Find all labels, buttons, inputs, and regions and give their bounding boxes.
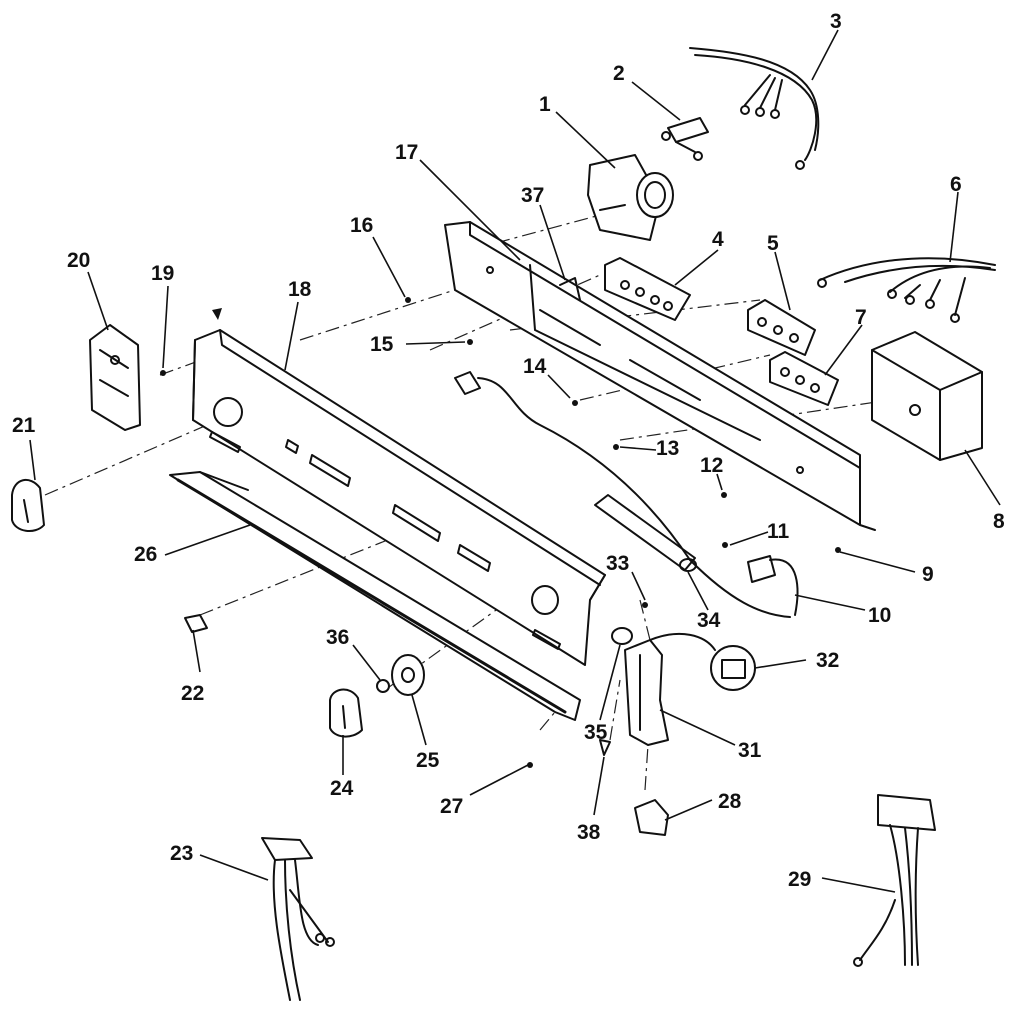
part-label-11: 11 [767, 520, 790, 543]
switch-block-7-part [769, 351, 839, 406]
part-label-28: 28 [718, 790, 742, 813]
box-component-8-part [871, 331, 983, 461]
wire-harness-29-part [853, 794, 936, 967]
part-label-12: 12 [700, 454, 723, 477]
timer-motor-part [587, 154, 674, 241]
part-label-9: 9 [922, 563, 934, 586]
sensor-32-part [649, 632, 756, 691]
part-label-3: 3 [830, 10, 842, 33]
wire-harness-3-part [689, 47, 820, 170]
part-label-21: 21 [12, 414, 36, 437]
part-label-10: 10 [868, 604, 891, 627]
control-panel-part [192, 308, 606, 666]
part-label-1: 1 [539, 93, 551, 116]
switch-block-4-part [604, 257, 691, 321]
grommet-35-part [611, 627, 633, 645]
connector-10-part [747, 555, 799, 616]
part-label-14: 14 [523, 355, 547, 378]
part-label-27: 27 [440, 795, 463, 818]
switch-28-part [634, 799, 669, 836]
part-label-18: 18 [288, 278, 312, 301]
nut-36-part [376, 679, 390, 693]
part-label-25: 25 [416, 749, 440, 772]
switch-block-5-part [747, 299, 816, 356]
part-label-34: 34 [697, 609, 721, 632]
wire-harness-23-part [261, 837, 335, 1001]
part-labels: 1 2 3 4 5 6 7 8 9 10 11 12 13 14 15 16 1… [12, 10, 1005, 891]
part-label-33: 33 [606, 552, 629, 575]
part-label-35: 35 [584, 721, 608, 744]
part-label-2: 2 [613, 62, 625, 85]
dial-25-part [391, 654, 425, 696]
clip-22-part [184, 614, 208, 633]
part-label-15: 15 [370, 333, 394, 356]
part-label-7: 7 [855, 306, 867, 329]
part-label-37: 37 [521, 184, 544, 207]
part-label-13: 13 [656, 437, 679, 460]
part-label-16: 16 [350, 214, 373, 237]
part-label-36: 36 [326, 626, 349, 649]
part-label-4: 4 [712, 228, 724, 251]
component-2-part [661, 117, 709, 161]
part-label-19: 19 [151, 262, 174, 285]
part-label-8: 8 [993, 510, 1005, 533]
part-label-31: 31 [738, 739, 762, 762]
leader-lines [29, 29, 1001, 893]
rear-bracket-part [444, 221, 876, 531]
knob-24-part [329, 688, 363, 738]
part-label-6: 6 [950, 173, 962, 196]
screws [160, 297, 841, 768]
trim-strip-part [169, 471, 581, 721]
part-label-5: 5 [767, 232, 779, 255]
bracket-31-part [624, 639, 669, 746]
part-label-23: 23 [170, 842, 193, 865]
part-label-32: 32 [816, 649, 839, 672]
part-label-20: 20 [67, 249, 90, 272]
part-label-26: 26 [134, 543, 157, 566]
long-wire-plug [454, 371, 791, 618]
wire-harness-6-part [817, 257, 996, 323]
knob-21-part [11, 479, 45, 532]
part-label-17: 17 [395, 141, 418, 164]
part-label-29: 29 [788, 868, 811, 891]
part-label-24: 24 [330, 777, 354, 800]
part-label-38: 38 [577, 821, 601, 844]
assembly-centerlines [44, 214, 891, 791]
left-bracket-part [89, 324, 141, 431]
part-label-22: 22 [181, 682, 204, 705]
